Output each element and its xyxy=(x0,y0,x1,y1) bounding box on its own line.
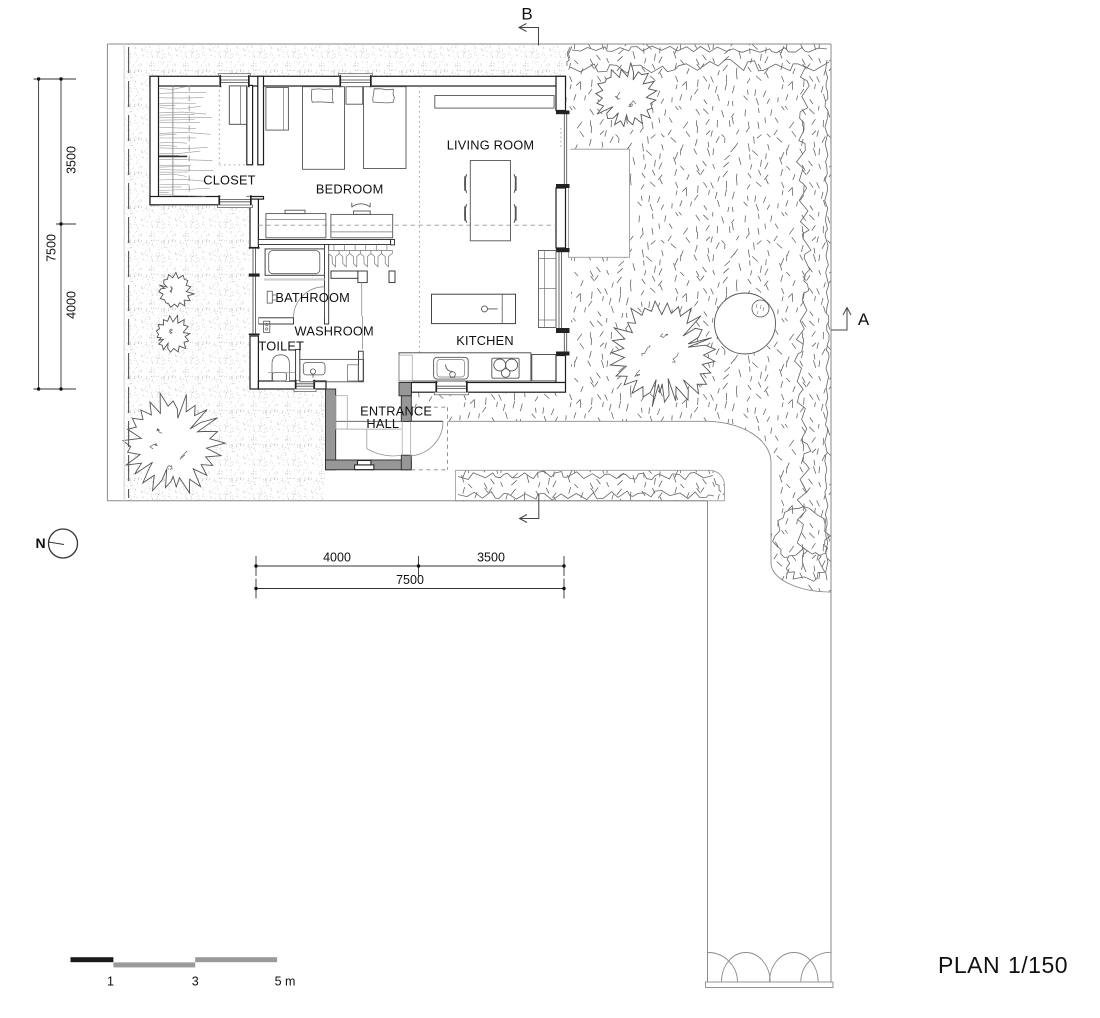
dimension-lines-left xyxy=(33,78,76,390)
toilet-cabinet xyxy=(263,320,271,333)
scale-bar-label-1: 3 xyxy=(192,975,199,989)
room-label-washroom: WASHROOM xyxy=(295,323,374,338)
pillow-2 xyxy=(372,88,395,104)
section-marker-b-top xyxy=(517,23,539,46)
text-labels: CLOSET BEDROOM LIVING ROOM BATHROOM WASHROOM… xyxy=(35,5,1068,989)
tree-east-big xyxy=(608,299,717,407)
room-label-bedroom: BEDROOM xyxy=(316,182,384,197)
room-label-toilet: TOILET xyxy=(258,339,304,354)
garden-path-edges xyxy=(447,420,832,593)
cooktop xyxy=(491,357,520,379)
wardrobe-hangers xyxy=(328,244,393,268)
dining-chairs xyxy=(464,174,517,223)
section-marker-b-bottom xyxy=(518,494,540,523)
bush-west-big xyxy=(121,391,227,495)
bush-west-1 xyxy=(158,271,196,308)
garden-grass-area xyxy=(411,44,831,592)
round-tree xyxy=(714,292,776,355)
walls xyxy=(149,75,567,471)
toilet-fixture xyxy=(267,354,295,382)
washroom-vanity xyxy=(299,358,365,383)
bed-2 xyxy=(363,86,407,169)
terrace xyxy=(568,148,630,258)
front-door xyxy=(401,420,444,457)
dresser-1 xyxy=(265,209,327,239)
shoe-cabinet xyxy=(335,395,348,430)
room-label-closet: CLOSET xyxy=(203,173,255,188)
bathroom-door xyxy=(293,286,325,318)
pillow-1 xyxy=(311,88,334,104)
annotations xyxy=(33,23,852,968)
dim-bottom-4000: 4000 xyxy=(323,551,351,565)
kitchen-counter xyxy=(398,352,532,382)
bush-west-2 xyxy=(155,313,192,353)
bed-1 xyxy=(302,86,345,170)
washroom-sliding-door xyxy=(361,282,363,350)
tv-shelf xyxy=(434,95,555,109)
tree-east-top xyxy=(594,62,658,128)
section-label-a: A xyxy=(858,310,870,329)
scale-bar xyxy=(70,957,278,968)
furniture-fixtures xyxy=(158,85,557,457)
room-label-bathroom: BATHROOM xyxy=(275,290,350,305)
bedroom-cabinet xyxy=(265,87,289,131)
plan-title-part-1: 1/150 xyxy=(1008,952,1068,978)
room-label-living-room: LIVING ROOM xyxy=(447,138,535,153)
section-label-b: B xyxy=(521,5,532,24)
layout-guides xyxy=(188,85,562,353)
room-label-kitchen: KITCHEN xyxy=(456,333,514,348)
tree-squiggles xyxy=(149,91,679,471)
kitchen-island xyxy=(431,293,516,325)
site-boundary xyxy=(106,43,832,982)
scale-bar-label-0: 1 xyxy=(107,975,114,989)
hedge-strip-south xyxy=(455,469,725,502)
nightstand xyxy=(345,86,364,105)
dim-bottom-7500: 7500 xyxy=(396,573,424,587)
closet-rod-and-clothes xyxy=(158,85,248,197)
dining-table xyxy=(469,160,511,242)
sofa xyxy=(538,250,557,328)
kitchen-sink xyxy=(433,356,469,380)
trees xyxy=(121,62,717,495)
refrigerator xyxy=(531,354,557,382)
garden-sand-area xyxy=(125,44,566,501)
bathtub xyxy=(264,248,326,304)
scale-bar-label-2: 5 m xyxy=(275,975,296,989)
windows xyxy=(217,73,571,396)
porch-outline xyxy=(411,406,448,471)
washer-space xyxy=(346,364,359,382)
section-marker-a xyxy=(831,306,852,331)
hedge-bush-driveway xyxy=(772,506,832,582)
dim-left-3500: 3500 xyxy=(65,146,79,174)
dim-bottom-3500: 3500 xyxy=(477,551,505,565)
hedge-outlines xyxy=(457,45,830,581)
north-indicator xyxy=(47,528,79,559)
dresser-2 xyxy=(330,202,394,239)
dim-left-4000: 4000 xyxy=(65,291,79,319)
room-label-entrance-hall-1: ENTRANCE xyxy=(360,403,432,418)
dim-left-7500: 7500 xyxy=(45,234,59,262)
street-edge xyxy=(705,951,834,988)
plan-title-part-0: PLAN xyxy=(938,952,1000,978)
north-label: N xyxy=(35,535,45,551)
room-label-entrance-hall-2: HALL xyxy=(366,416,399,431)
